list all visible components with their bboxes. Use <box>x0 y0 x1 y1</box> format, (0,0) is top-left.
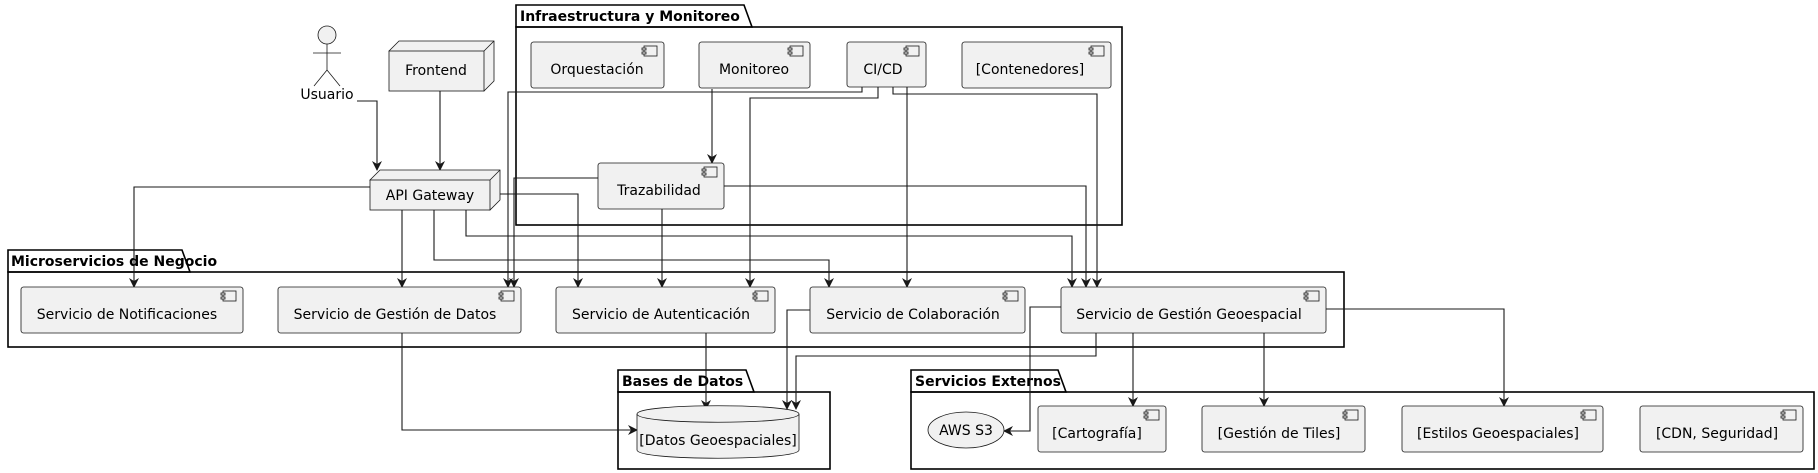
component-monitoreo-label: Monitoreo <box>719 62 789 78</box>
node-frontend: Frontend <box>388 40 495 92</box>
database-datos-geoespaciales: [Datos Geoespaciales] <box>636 405 800 459</box>
component-servicio-colaboracion: Servicio de Colaboración <box>809 286 1026 334</box>
package-servicios-externos-title: Servicios Externos <box>915 374 1061 390</box>
node-frontend-label: Frontend <box>405 63 467 79</box>
database-datos-geoespaciales-label: [Datos Geoespaciales] <box>639 433 796 449</box>
component-gestion-tiles: [Gestión de Tiles] <box>1201 405 1366 453</box>
component-servicio-notificaciones-label: Servicio de Notificaciones <box>37 307 217 323</box>
actor-usuario-label: Usuario <box>300 87 353 103</box>
component-servicio-geoespacial-label: Servicio de Gestión Geoespacial <box>1076 307 1301 323</box>
component-servicio-autenticacion-label: Servicio de Autenticación <box>572 307 750 323</box>
component-estilos-geoespaciales-label: [Estilos Geoespaciales] <box>1417 426 1579 442</box>
component-trazabilidad: Trazabilidad <box>597 162 725 210</box>
component-contenedores: [Contenedores] <box>961 41 1112 89</box>
package-infraestructura-title: Infraestructura y Monitoreo <box>520 9 740 25</box>
node-api-gateway-label: API Gateway <box>386 188 474 204</box>
component-cartografia: [Cartografía] <box>1037 405 1167 453</box>
component-gestion-tiles-label: [Gestión de Tiles] <box>1218 426 1341 442</box>
component-orquestacion: Orquestación <box>530 41 665 89</box>
package-bases-de-datos-title: Bases de Datos <box>622 374 743 390</box>
component-servicio-gestion-datos: Servicio de Gestión de Datos <box>277 286 522 334</box>
component-estilos-geoespaciales: [Estilos Geoespaciales] <box>1401 405 1604 453</box>
component-cdn-seguridad-label: [CDN, Seguridad] <box>1656 426 1778 442</box>
package-servicios-externos: Servicios Externos <box>910 369 1815 470</box>
component-contenedores-label: [Contenedores] <box>976 62 1085 78</box>
component-servicio-colaboracion-label: Servicio de Colaboración <box>826 307 1000 323</box>
component-trazabilidad-label: Trazabilidad <box>616 183 701 199</box>
storage-aws-s3: AWS S3 <box>927 411 1005 449</box>
component-cartografia-label: [Cartografía] <box>1052 426 1142 442</box>
package-microservicios-title: Microservicios de Negocio <box>11 254 217 270</box>
component-monitoreo: Monitoreo <box>698 41 811 89</box>
component-servicio-gestion-datos-label: Servicio de Gestión de Datos <box>294 307 497 323</box>
edges <box>129 87 1509 436</box>
storage-aws-s3-label: AWS S3 <box>939 423 993 439</box>
component-cicd-label: CI/CD <box>863 62 902 78</box>
package-bases-de-datos: Bases de Datos <box>617 369 831 470</box>
component-cicd: CI/CD <box>846 41 927 88</box>
component-servicio-autenticacion: Servicio de Autenticación <box>555 286 776 334</box>
component-servicio-notificaciones: Servicio de Notificaciones <box>20 286 244 334</box>
actor-usuario: Usuario <box>300 25 354 103</box>
node-api-gateway: API Gateway <box>369 169 501 211</box>
package-infraestructura: Infraestructura y Monitoreo <box>515 4 1123 226</box>
component-servicio-geoespacial: Servicio de Gestión Geoespacial <box>1060 286 1327 334</box>
component-cdn-seguridad: [CDN, Seguridad] <box>1639 405 1804 453</box>
component-orquestacion-label: Orquestación <box>550 62 643 78</box>
